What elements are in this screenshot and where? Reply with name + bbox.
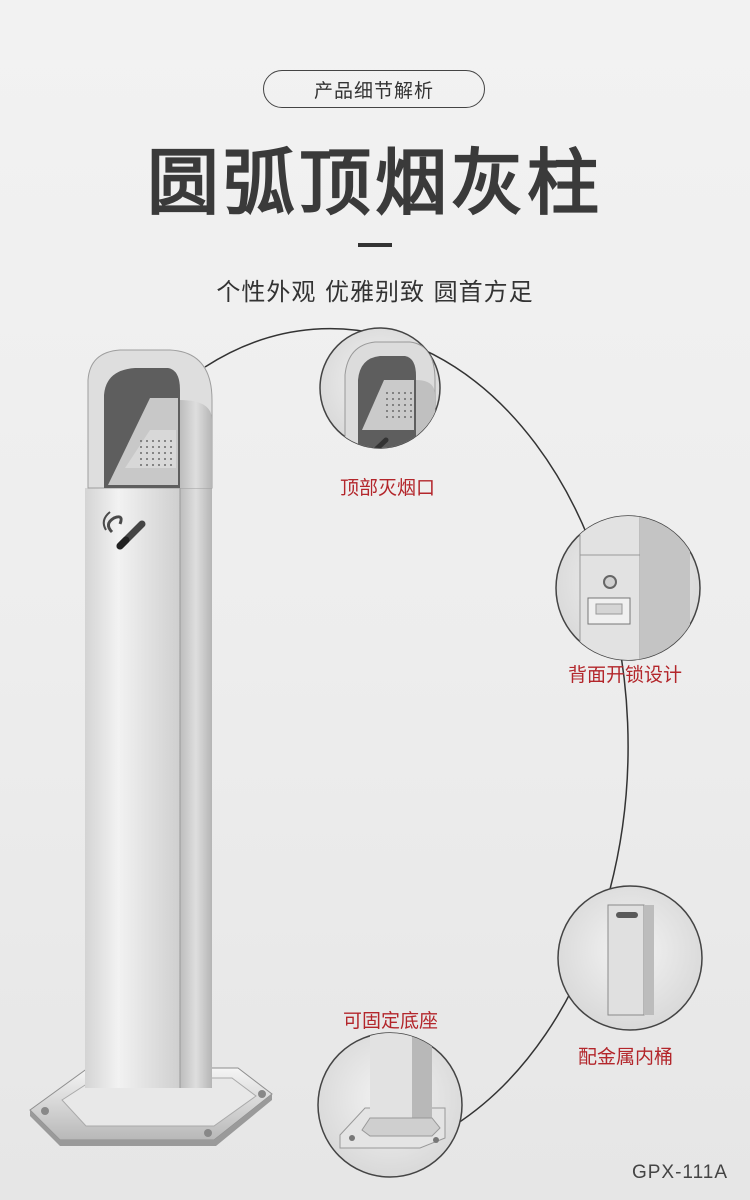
page-title: 圆弧顶烟灰柱 (146, 141, 603, 225)
detail-label-inner-bin: 配金属内桶 (578, 1046, 674, 1068)
section-pill: 产品细节解析 (263, 70, 485, 108)
detail-label-back-lock: 背面开锁设计 (568, 664, 683, 686)
title-divider (358, 243, 392, 247)
model-number: GPX-111A (631, 1162, 728, 1183)
detail-label-base: 可固定底座 (343, 1010, 439, 1032)
detail-label-top: 顶部灭烟口 (340, 477, 436, 499)
no-smoking-cigarette-icon (102, 511, 146, 550)
detail-circle-inner-bin (557, 885, 703, 1031)
detail-circle-top (319, 327, 441, 449)
detail-circle-base (317, 1032, 463, 1178)
ashtray-pillar (29, 349, 273, 1146)
section-pill-text: 产品细节解析 (313, 79, 434, 102)
detail-circle-back-lock (555, 515, 701, 661)
page-subtitle: 个性外观 优雅别致 圆首方足 (216, 278, 534, 306)
